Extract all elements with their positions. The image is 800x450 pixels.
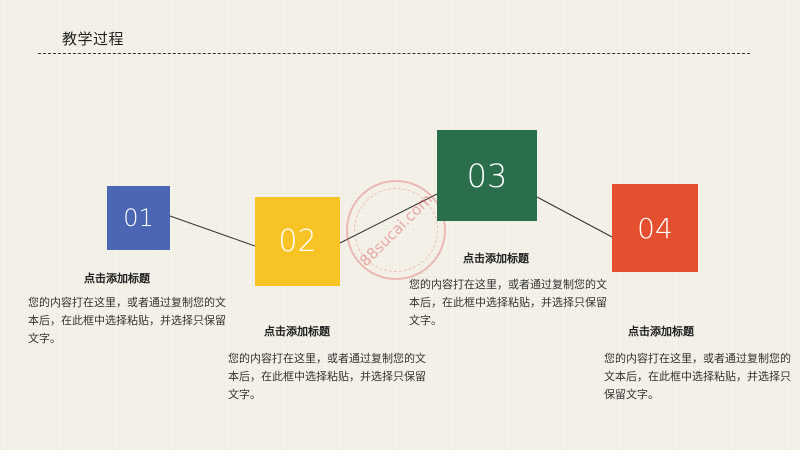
step-3-number-box[interactable]: 03 — [437, 130, 537, 221]
dashed-divider — [38, 53, 750, 54]
step-1-number-box[interactable]: 01 — [107, 186, 170, 250]
step-4-title[interactable]: 点击添加标题 — [628, 325, 694, 338]
page-title: 教学过程 — [62, 30, 125, 48]
step-3-description[interactable]: 您的内容打在这里，或者通过复制您的文本后，在此框中选择粘贴，并选择只保留文字。 — [409, 278, 607, 327]
step-2-number-box[interactable]: 02 — [255, 197, 340, 286]
connector-1-2 — [169, 215, 256, 247]
step-2-title[interactable]: 点击添加标题 — [264, 325, 330, 338]
step-1-title[interactable]: 点击添加标题 — [84, 272, 150, 285]
step-2-description[interactable]: 您的内容打在这里，或者通过复制您的文本后，在此框中选择粘贴，并选择只保留文字。 — [228, 352, 426, 401]
step-2-number: 02 — [278, 224, 317, 259]
step-3-number: 03 — [466, 156, 508, 195]
step-4-description[interactable]: 您的内容打在这里，或者通过复制您的文本后，在此框中选择粘贴，并选择只保留文字。 — [604, 352, 791, 401]
step-1-number: 01 — [123, 204, 154, 232]
step-3-title[interactable]: 点击添加标题 — [463, 252, 529, 265]
step-4-number-box[interactable]: 04 — [612, 184, 698, 272]
connector-3-4 — [536, 196, 613, 238]
step-4-number: 04 — [637, 211, 673, 245]
step-1-description[interactable]: 您的内容打在这里，或者通过复制您的文本后，在此框中选择粘贴，并选择只保留文字。 — [28, 296, 226, 345]
